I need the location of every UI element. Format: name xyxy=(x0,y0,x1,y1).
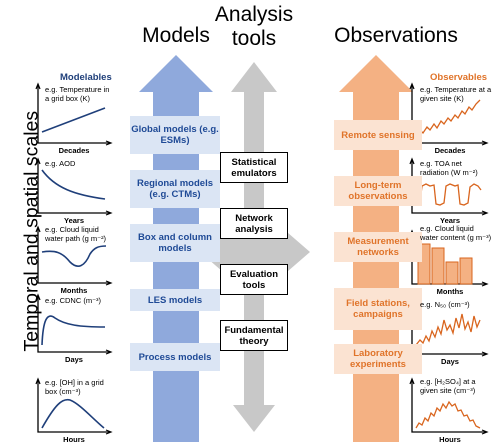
obs-box-field-stations: Field stations, campaigns xyxy=(334,288,422,330)
observable-tick-1: Decades xyxy=(434,146,466,155)
observable-curve-1 xyxy=(415,99,481,135)
modelable-tick-1: Decades xyxy=(58,146,90,155)
modelable-label-3: e.g. Cloud liquid water path (g m⁻²) xyxy=(45,225,107,243)
observable-label-2: e.g. TOA net radiation (W m⁻²) xyxy=(420,159,478,177)
modelable-label-5: e.g. [OH] in a grid box (cm⁻³) xyxy=(45,378,104,396)
observable-curve-5 xyxy=(415,400,481,429)
modelable-curve-1 xyxy=(41,107,106,133)
modelable-tick-2: Years xyxy=(63,216,85,225)
observable-label-1: e.g. Temperature at a given site (K) xyxy=(420,85,492,103)
observations-heading: Observations xyxy=(334,24,458,47)
observable-tick-5: Hours xyxy=(439,435,461,444)
modelable-plot-2 xyxy=(35,157,113,216)
model-box-process: Process models xyxy=(130,343,220,371)
observable-plot-5 xyxy=(409,377,489,435)
tool-box-evaluation-tools: Evaluation tools xyxy=(220,264,288,295)
modelable-curve-2 xyxy=(41,169,106,200)
observable-label-5: e.g. [H₂SO₄] at a given site (cm⁻³) xyxy=(420,377,476,395)
analysis-heading-line2: tools xyxy=(231,27,277,50)
observables-title: Observables xyxy=(430,72,488,83)
obs-box-long-term: Long-term observations xyxy=(334,176,422,206)
modelable-plot-3 xyxy=(35,225,113,286)
obs-box-laboratory: Laboratory experiments xyxy=(334,344,422,374)
observable-bar-3 xyxy=(445,261,459,285)
models-heading: Models xyxy=(142,24,210,47)
tool-box-fundamental-theory: Fundamental theory xyxy=(220,320,288,351)
observable-bar-2 xyxy=(431,247,445,285)
analysis-heading-line1: Analysis xyxy=(214,3,294,26)
modelable-label-2: e.g. AOD xyxy=(45,159,76,168)
modelable-tick-3: Months xyxy=(60,286,88,295)
observable-tick-3: Months xyxy=(436,287,464,296)
modelable-label-1: e.g. Temperature in a grid box (K) xyxy=(45,85,110,103)
modelable-tick-4: Days xyxy=(65,355,83,364)
modelable-curve-4 xyxy=(41,315,106,346)
modelable-tick-5: Hours xyxy=(63,435,85,444)
model-box-les: LES models xyxy=(130,289,220,311)
modelable-label-4: e.g. CDNC (m⁻³) xyxy=(45,296,102,305)
tool-box-network-analysis: Network analysis xyxy=(220,208,288,239)
obs-box-remote-sensing: Remote sensing xyxy=(334,120,422,150)
observable-curve-2 xyxy=(415,183,482,206)
observable-curve-4 xyxy=(415,313,481,346)
observable-label-3: e.g. Cloud liquid water content (g m⁻³) xyxy=(420,224,492,242)
modelables-title: Modelables xyxy=(60,72,112,83)
model-box-regional: Regional models (e.g. CTMs) xyxy=(130,170,220,208)
obs-box-measurement-networks: Measurement networks xyxy=(334,232,422,262)
model-box-global: Global models (e.g. ESMs) xyxy=(130,116,220,154)
observable-label-4: e.g. N₅₀ (cm⁻³) xyxy=(420,300,470,309)
temporal-spatial-scales-label: Temporal and spatial scales xyxy=(20,110,43,352)
observable-tick-2: Years xyxy=(439,216,461,225)
modelable-plot-1 xyxy=(35,82,113,146)
model-box-box-column: Box and column models xyxy=(130,224,220,262)
modelable-curve-5 xyxy=(41,398,105,429)
modelable-plot-5 xyxy=(35,377,113,435)
modelable-curve-3 xyxy=(41,245,107,267)
modelable-plot-4 xyxy=(35,293,113,355)
observable-bar-4 xyxy=(459,257,473,285)
tool-box-statistical-emulators: Statistical emulators xyxy=(220,152,288,183)
observable-tick-4: Days xyxy=(441,357,459,366)
